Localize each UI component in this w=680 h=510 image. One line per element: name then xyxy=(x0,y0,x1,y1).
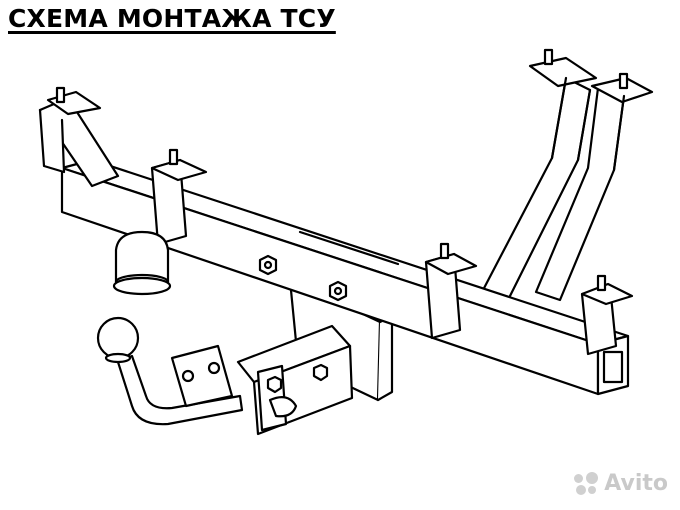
right-side-bracket-rear xyxy=(534,72,654,302)
diagram-title: СХЕМА МОНТАЖА ТСУ xyxy=(8,4,336,33)
hitch-bracket xyxy=(236,324,354,436)
main-cross-beam xyxy=(60,158,630,396)
left-inner-bracket xyxy=(150,148,208,246)
arm-mount-plate xyxy=(170,344,234,408)
center-right-bracket xyxy=(424,242,478,340)
beam-bolt-left xyxy=(258,254,278,276)
right-end-bracket xyxy=(580,274,634,356)
avito-watermark-text: Avito xyxy=(604,471,668,496)
ball-cap xyxy=(112,230,172,296)
beam-bolt-right xyxy=(328,280,348,302)
left-outer-bracket xyxy=(38,86,120,188)
avito-watermark: Avito xyxy=(574,471,668,496)
tow-ball-arm xyxy=(96,316,244,426)
right-side-bracket-front xyxy=(480,48,598,302)
avito-dots-icon xyxy=(574,471,599,496)
